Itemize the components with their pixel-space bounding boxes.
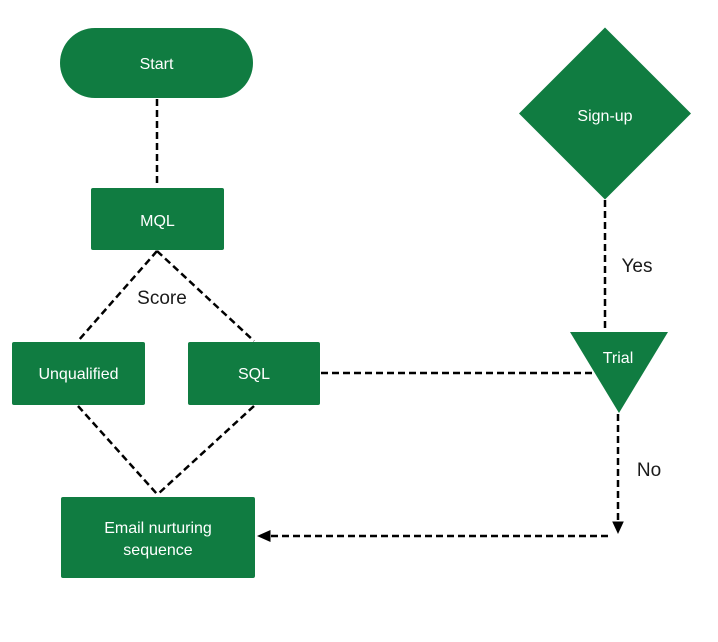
arrowhead-down-icon bbox=[612, 521, 624, 534]
trial-shape bbox=[570, 332, 668, 413]
edge-label-score: Score bbox=[137, 288, 187, 309]
edge-unqualified-email bbox=[77, 405, 158, 495]
node-start: Start bbox=[60, 28, 253, 98]
start-label: Start bbox=[140, 56, 174, 73]
node-email-nurturing-sequence: Email nurturing sequence bbox=[61, 497, 255, 578]
edge-label-no: No bbox=[637, 460, 661, 481]
edge-mql-sql bbox=[156, 250, 255, 342]
edge-sql-email bbox=[157, 405, 255, 495]
node-signup: Sign-up bbox=[519, 27, 691, 200]
connectors bbox=[77, 99, 624, 542]
node-sql: SQL bbox=[188, 342, 320, 405]
node-unqualified: Unqualified bbox=[12, 342, 145, 405]
node-trial: Trial bbox=[570, 332, 668, 413]
sql-label: SQL bbox=[238, 366, 270, 383]
signup-shape bbox=[519, 27, 691, 200]
unqualified-shape bbox=[12, 342, 145, 405]
email-label-line1: Email nurturing bbox=[104, 520, 212, 537]
edge-label-yes: Yes bbox=[622, 256, 653, 277]
sql-shape bbox=[188, 342, 320, 405]
mql-shape bbox=[91, 188, 224, 250]
signup-label: Sign-up bbox=[577, 108, 632, 125]
mql-label: MQL bbox=[140, 213, 175, 230]
email-shape bbox=[61, 497, 255, 578]
start-shape bbox=[60, 28, 253, 98]
email-label-line2: sequence bbox=[123, 542, 192, 559]
unqualified-label: Unqualified bbox=[38, 366, 118, 383]
trial-label: Trial bbox=[603, 350, 634, 367]
arrowhead-left-icon bbox=[257, 530, 271, 542]
edge-mql-unqualified bbox=[77, 250, 158, 342]
node-mql: MQL bbox=[91, 188, 224, 250]
